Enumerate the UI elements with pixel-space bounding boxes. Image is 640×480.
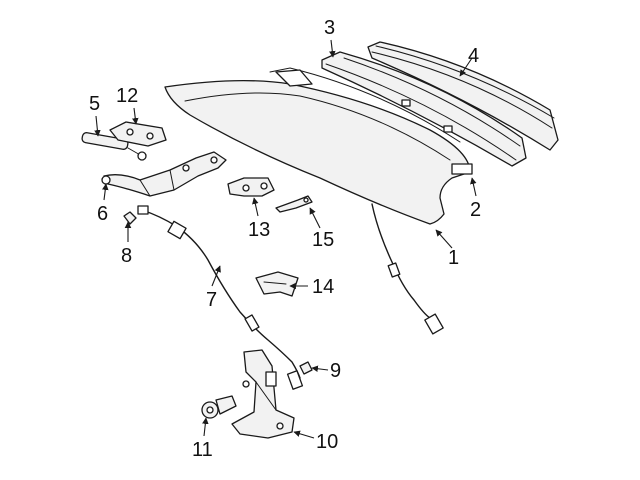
part-1-deck-lid <box>164 67 473 225</box>
callout-13: 13 <box>248 219 270 241</box>
deck-lid-cable <box>371 203 444 335</box>
part-8-clip <box>123 211 137 225</box>
part-15-small-bracket <box>275 195 313 213</box>
callout-labels: 1 2 3 4 5 6 7 8 9 10 11 12 13 14 15 <box>89 17 481 461</box>
part-13-latch-bracket <box>227 177 275 197</box>
part-6-hinge-assembly <box>101 151 227 197</box>
callout-3: 3 <box>324 17 335 39</box>
callout-10: 10 <box>316 431 338 453</box>
part-5-gas-strut <box>81 132 147 161</box>
part-4-weatherstrip <box>367 41 559 151</box>
part-12-hinge-bracket <box>109 121 167 147</box>
callout-2: 2 <box>470 199 481 221</box>
callout-7: 7 <box>206 289 217 311</box>
callout-9: 9 <box>330 360 341 382</box>
callout-15: 15 <box>312 229 334 251</box>
callout-14: 14 <box>312 276 334 298</box>
callout-8: 8 <box>121 245 132 267</box>
callout-1: 1 <box>448 247 459 269</box>
part-9-clip <box>299 361 313 375</box>
part-14-cable-guide <box>255 271 299 297</box>
part-11-lock-cylinder <box>201 395 237 419</box>
part-7-release-cable <box>137 205 304 390</box>
leader-lines <box>94 39 477 439</box>
callout-11: 11 <box>192 439 213 461</box>
part-10-latch <box>231 349 295 439</box>
callout-4: 4 <box>468 45 479 67</box>
callout-12: 12 <box>116 85 138 107</box>
callout-5: 5 <box>89 93 100 115</box>
callout-6: 6 <box>97 203 108 225</box>
part-3-trim-strip <box>321 51 527 167</box>
